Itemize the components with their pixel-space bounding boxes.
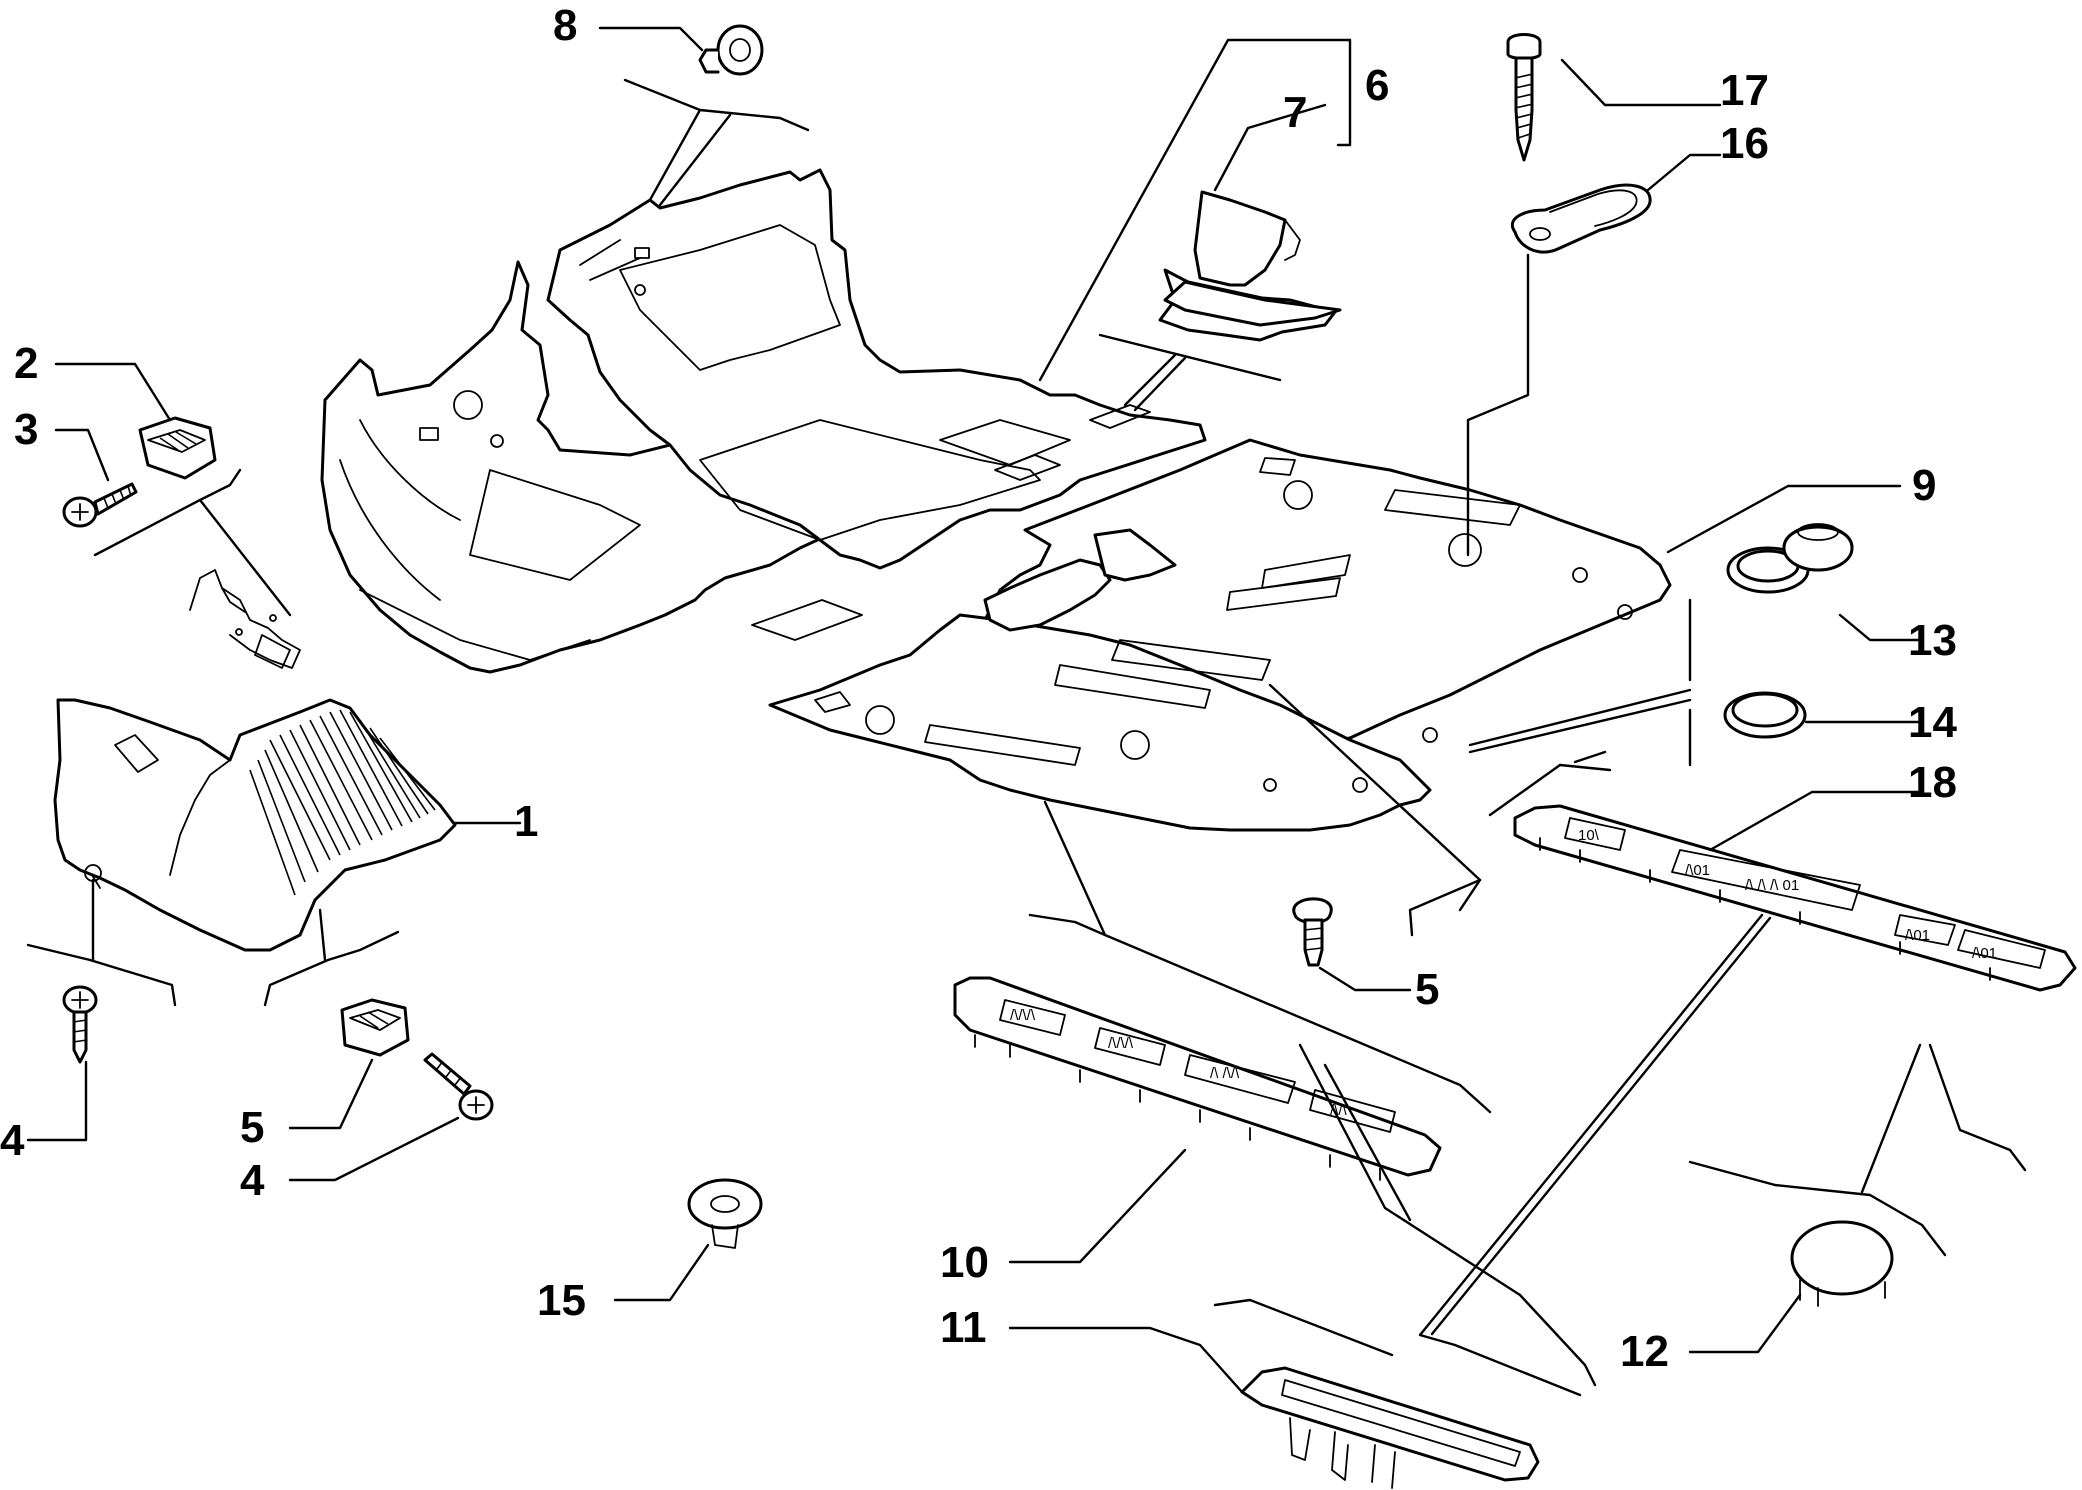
callout-1: 1 [514, 797, 538, 846]
screw-4-right [423, 1052, 494, 1121]
callout-18: 18 [1908, 758, 1957, 807]
cap-14 [1723, 691, 1807, 739]
retainer-16 [1511, 183, 1652, 254]
callout-8: 8 [553, 1, 577, 50]
callout-13: 13 [1908, 616, 1957, 665]
callout-5-right: 5 [1415, 965, 1439, 1014]
sill-marking: /\ /\/\ [1210, 1065, 1240, 1082]
sill-marking: /\/\/\ [1108, 1035, 1134, 1052]
callout-labels: 1 2 3 4 4 5 5 6 7 8 9 10 11 12 13 14 15 … [0, 1, 1957, 1376]
callout-9: 9 [1912, 461, 1936, 510]
screw-4-left [62, 985, 98, 1064]
callout-4-left: 4 [0, 1116, 25, 1165]
callout-7: 7 [1283, 88, 1307, 137]
callout-6: 6 [1365, 61, 1389, 110]
callout-17: 17 [1720, 66, 1769, 115]
callout-12: 12 [1620, 1327, 1669, 1376]
callout-4-right: 4 [240, 1156, 265, 1205]
callout-2: 2 [14, 339, 38, 388]
callout-14: 14 [1908, 698, 1957, 747]
leader-lines [26, 26, 2027, 1397]
callout-10: 10 [940, 1238, 989, 1287]
step-plate-11 [1240, 1366, 1540, 1489]
cap-13 [1726, 523, 1854, 594]
clip-5 [340, 998, 410, 1057]
sill-trim-10: /\/\/\ /\/\/\ /\ /\/\ /\/\ [953, 976, 1442, 1181]
sill-marking: 10\ [1578, 827, 1600, 844]
sill-marking: /\01 [1972, 945, 1997, 962]
sill-marking: /\/\ [1330, 1102, 1348, 1119]
front-floor-carpet [320, 168, 1207, 674]
screw-3 [62, 482, 138, 528]
callout-5-left: 5 [240, 1103, 264, 1152]
clip-2 [138, 416, 217, 480]
callout-16: 16 [1720, 119, 1769, 168]
rear-floor-carpet [768, 438, 1672, 832]
callout-11: 11 [940, 1303, 987, 1352]
screw-17 [1506, 33, 1542, 162]
side-trim-panel [53, 569, 457, 952]
sill-marking: /\ /\ /\ 01 [1745, 877, 1799, 894]
callout-3: 3 [14, 405, 38, 454]
round-cap-12 [1790, 1220, 1894, 1307]
sill-marking: /\01 [1905, 927, 1930, 944]
mat-clip [1158, 190, 1342, 342]
callout-15: 15 [537, 1276, 586, 1325]
screw-5 [1292, 897, 1333, 967]
sill-trim-18: 10\ /\01 /\ /\ /\ 01 /\01 /\01 [1513, 804, 2077, 992]
sill-marking: /\01 [1685, 862, 1710, 879]
sill-marking: /\/\/\ [1010, 1007, 1036, 1024]
push-clip-8 [698, 24, 764, 76]
push-cap-15 [687, 1178, 763, 1249]
